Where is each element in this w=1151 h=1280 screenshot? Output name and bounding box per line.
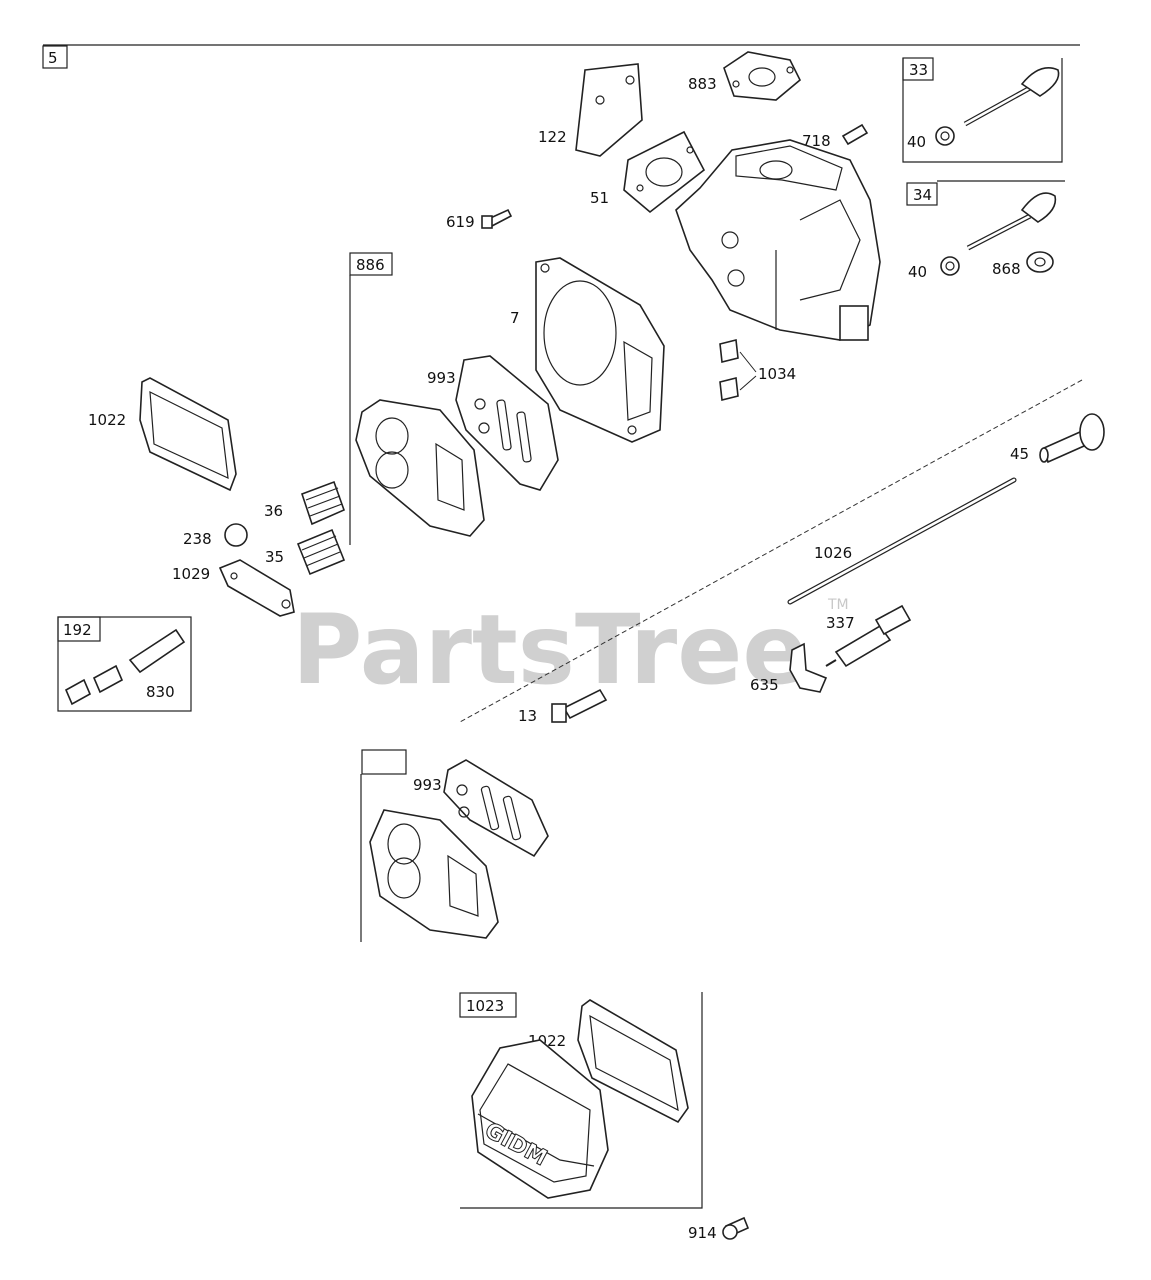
part-label-35: 35: [265, 548, 284, 566]
part-label-40-intake: 40: [908, 263, 927, 281]
box-886-label: 886: [356, 256, 385, 274]
valve-seal-icon: [1026, 251, 1054, 273]
head-bolt-13-icon: [551, 688, 608, 723]
part-label-914: 914: [688, 1224, 717, 1242]
part-label-635: 635: [750, 676, 779, 694]
part-label-1022: 1022: [88, 411, 126, 429]
part-label-51: 51: [590, 189, 609, 207]
dowel-pin-718-icon: [841, 123, 869, 146]
part-label-883: 883: [688, 75, 717, 93]
part-label-993: 993: [427, 369, 456, 387]
box-33-border: [902, 58, 1063, 163]
spark-plug-337-icon: [825, 604, 912, 668]
clip-1034-upper-icon: [719, 339, 739, 363]
valve-keeper-icon: [935, 126, 955, 146]
part-label-993-lower: 993: [413, 776, 442, 794]
box-main-label: 5: [48, 49, 58, 67]
valve-cap-238-icon: [224, 523, 248, 547]
part-label-238: 238: [183, 530, 212, 548]
part-label-830: 830: [146, 683, 175, 701]
box-886-frame: [349, 252, 393, 276]
part-label-36: 36: [264, 502, 283, 520]
gasket-993-icon: [455, 355, 559, 491]
head-gasket-7-icon: [535, 257, 665, 443]
box-34-frame: [906, 182, 938, 206]
cylinder-head-icon: [675, 139, 881, 341]
spark-plug-kit-icon: [64, 628, 186, 706]
leader-1034a: [739, 351, 757, 373]
part-label-1026: 1026: [814, 544, 852, 562]
part-label-718: 718: [802, 132, 831, 150]
box-main-frame: [42, 45, 68, 69]
leader-1034b: [739, 375, 757, 391]
part-label-868: 868: [992, 260, 1021, 278]
cover-gasket-1022-lower-icon: [577, 999, 689, 1124]
box-192-label: 192: [63, 621, 92, 639]
insulator-plate-122-icon: [575, 63, 643, 157]
screw-914-icon: [722, 1216, 750, 1240]
box-34-label: 34: [913, 186, 932, 204]
rocker-1029-icon: [218, 559, 295, 617]
gasket-993-lower-icon: [443, 759, 549, 858]
part-label-13: 13: [518, 707, 537, 725]
part-label-122: 122: [538, 128, 567, 146]
box-1023-border: [460, 992, 703, 1209]
exhaust-valve-icon: [963, 67, 1060, 127]
watermark-text: PartsTree: [292, 594, 807, 706]
part-label-619: 619: [446, 213, 475, 231]
valve-keeper-icon-2: [940, 256, 960, 276]
clip-1034-lower-icon: [719, 377, 739, 401]
part-label-337: 337: [826, 614, 855, 632]
intake-gasket-883-icon: [723, 51, 801, 101]
part-label-1029: 1029: [172, 565, 210, 583]
box-alt-frame: [361, 749, 407, 775]
box-1023-label: 1023: [466, 997, 504, 1015]
valve-plate-icon: [355, 399, 485, 537]
box-1023-frame: [459, 992, 517, 1018]
intake-valve-icon: [966, 192, 1057, 251]
separator-line: [459, 379, 1083, 723]
box-33-label: 33: [909, 61, 928, 79]
screw-619-icon: [481, 208, 513, 229]
watermark-trademark: TM: [827, 597, 849, 613]
valve-plate-lower-icon: [369, 809, 499, 939]
valve-spring-36-icon: [300, 480, 346, 526]
rocker-cover-icon: [471, 1039, 609, 1199]
pushrod-1026-icon: [787, 477, 1017, 605]
terminal-635-icon: [789, 642, 828, 693]
valve-spring-35-icon: [296, 528, 346, 576]
cover-gasket-1022-icon: [139, 377, 237, 492]
intake-gasket-51-icon: [623, 130, 706, 214]
part-label-45: 45: [1010, 445, 1029, 463]
box-192-border: [57, 616, 192, 712]
part-label-1034: 1034: [758, 365, 796, 383]
part-label-7: 7: [510, 309, 520, 327]
part-label-40-exhaust: 40: [907, 133, 926, 151]
tappet-45-icon: [1039, 413, 1105, 464]
